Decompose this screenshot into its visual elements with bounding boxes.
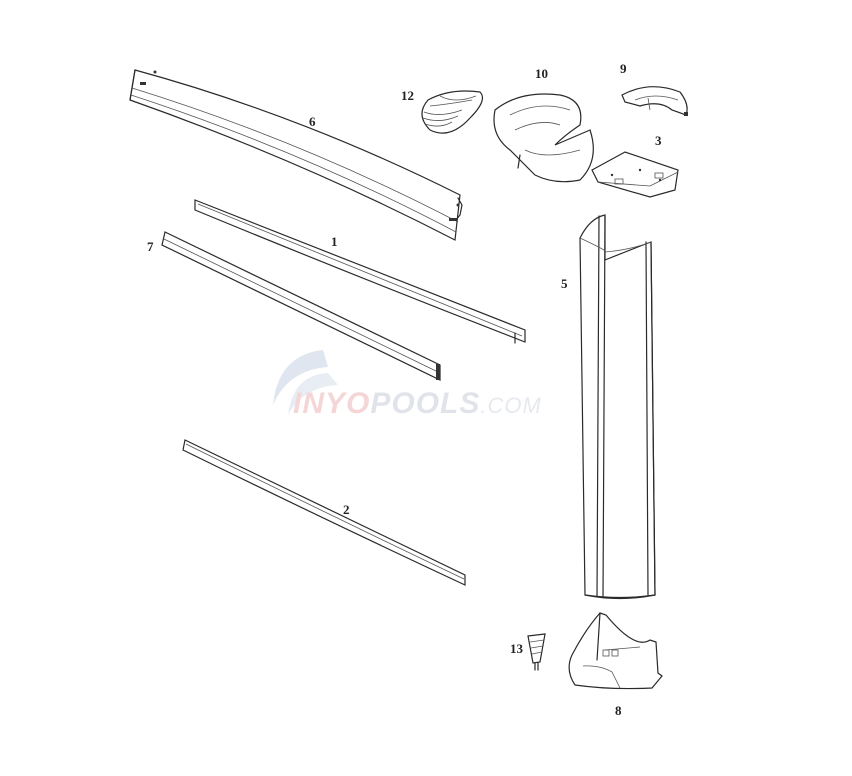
callout-1: 1 (331, 234, 338, 249)
callout-8: 8 (615, 703, 622, 718)
part-9-small-cap (621, 86, 688, 116)
callout-10: 10 (535, 66, 548, 81)
callout-2: 2 (343, 502, 350, 517)
part-3-top-plate (591, 151, 679, 198)
callout-5: 5 (561, 276, 568, 291)
callout-13: 13 (510, 641, 523, 656)
part-2-bottom-track (182, 439, 466, 586)
part-5-column (579, 214, 656, 600)
part-7-connector (161, 231, 441, 381)
part-13-screw (527, 633, 546, 671)
callout-3: 3 (655, 133, 662, 148)
callout-6: 6 (309, 114, 316, 129)
part-12-insert (421, 90, 483, 134)
callout-12: 12 (401, 88, 414, 103)
part-8-base-shoe (568, 612, 663, 690)
part-10-top-cap (493, 93, 594, 183)
callout-9: 9 (620, 61, 627, 76)
callout-7: 7 (147, 239, 154, 254)
part-1-strip (194, 199, 526, 344)
part-6-top-rail (129, 69, 463, 241)
